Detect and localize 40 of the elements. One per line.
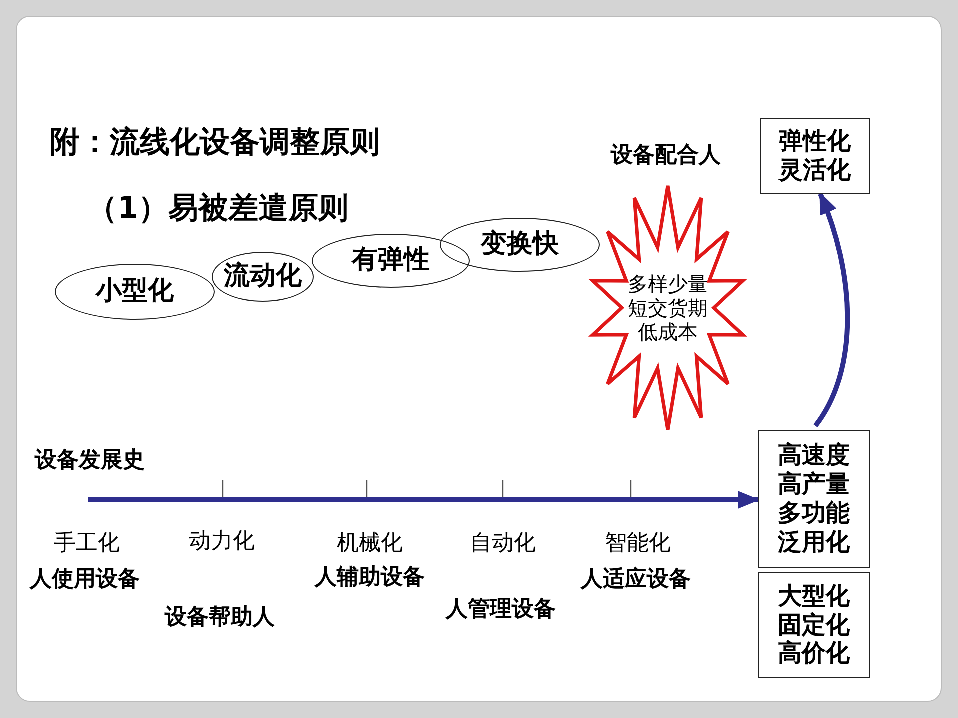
node-text: 变换快: [481, 229, 559, 261]
timeline-label: 人使用设备: [30, 566, 140, 594]
node-text: 泛用化: [778, 528, 850, 557]
timeline-label: 设备帮助人: [165, 604, 275, 632]
node-text: 流动化: [224, 261, 302, 293]
arrow: [814, 192, 850, 428]
arrow: [88, 491, 760, 509]
timeline-label: 人管理设备: [446, 596, 556, 624]
text-box: [758, 572, 870, 678]
timeline-label: 智能化: [605, 530, 671, 558]
node-text: 低成本: [638, 320, 698, 344]
node-text: 固定化: [778, 610, 850, 640]
timeline-label: 自动化: [470, 530, 536, 558]
node-text: 弹性化: [779, 127, 851, 156]
subheading: （1）易被差遣原则: [88, 190, 348, 228]
side-note: 设备配合人: [611, 142, 721, 170]
text-box: [758, 430, 870, 568]
ellipse-node: [55, 264, 215, 320]
timeline-label: 手工化: [54, 530, 120, 558]
ellipse-node: [312, 234, 470, 288]
node-text: 有弹性: [352, 245, 430, 277]
timeline-label: 动力化: [189, 528, 255, 556]
timeline-title: 设备发展史: [35, 447, 145, 475]
node-text: 小型化: [96, 276, 174, 308]
node-text: 高产量: [778, 470, 850, 499]
text-box: [760, 118, 870, 194]
node-text: 灵活化: [779, 156, 851, 185]
timeline-label: 机械化: [337, 530, 403, 558]
ellipse-node: [212, 252, 314, 302]
node-text: 高速度: [778, 441, 850, 470]
ellipse-node: [440, 218, 600, 272]
starburst-shape: [588, 183, 748, 433]
node-text: 高价化: [778, 639, 850, 668]
timeline-label: 人适应设备: [581, 566, 691, 594]
node-text: 大型化: [778, 582, 850, 611]
timeline-label: 人辅助设备: [315, 564, 425, 592]
node-text: 多功能: [778, 499, 850, 528]
node-text: 多样少量: [628, 272, 708, 296]
node-text: 短交货期: [628, 296, 708, 320]
title: 附：流线化设备调整原则: [50, 124, 380, 162]
